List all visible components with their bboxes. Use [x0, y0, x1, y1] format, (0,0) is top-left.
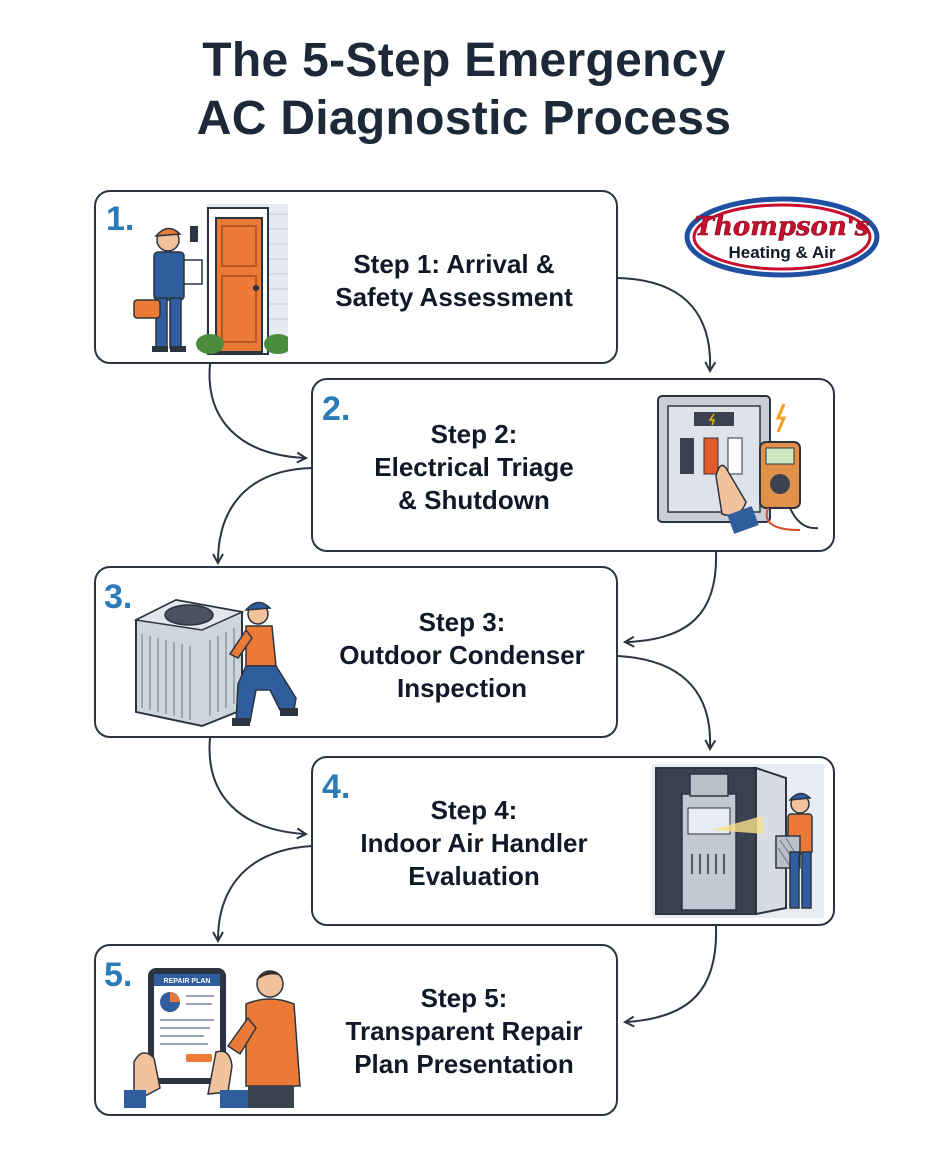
- step-2-line-3: & Shutdown: [398, 485, 550, 515]
- step-5-line-2: Transparent Repair: [345, 1016, 583, 1046]
- step-number-4: 4.: [322, 768, 351, 806]
- arrow-4-left: [218, 845, 313, 940]
- step-3-line-3: Inspection: [396, 673, 527, 703]
- technician-at-door-illustration: [128, 204, 292, 356]
- air-handler-technician-illustration: [652, 764, 824, 918]
- logo-subtitle: Heating & Air: [728, 243, 835, 262]
- arrow-1-left: [208, 363, 305, 458]
- step-text-4: Step 4: Indoor Air Handler Evaluation: [326, 794, 622, 893]
- step-number-1: 1.: [106, 200, 135, 238]
- step-5-line-1: Step 5:: [420, 983, 508, 1013]
- arrow-3-right: [617, 655, 710, 748]
- step-text-5: Step 5: Transparent Repair Plan Presenta…: [316, 982, 612, 1081]
- tablet-title: REPAIR PLAN: [164, 978, 211, 985]
- step-4-line-2: Indoor Air Handler: [360, 828, 588, 858]
- arrow-2-left: [218, 467, 313, 562]
- step-text-3: Step 3: Outdoor Condenser Inspection: [310, 606, 614, 705]
- title-line-2: AC Diagnostic Process: [196, 92, 732, 145]
- step-text-2: Step 2: Electrical Triage & Shutdown: [326, 418, 622, 517]
- step-3-line-1: Step 3:: [418, 607, 506, 637]
- company-logo: Thompson's Heating & Air: [684, 196, 880, 278]
- arrow-2-right: [626, 551, 718, 642]
- condenser-technician-illustration: [130, 594, 302, 728]
- arrow-4-right: [626, 925, 718, 1022]
- step-number-2: 2.: [322, 390, 351, 428]
- electrical-panel-illustration: [650, 390, 820, 542]
- step-2-line-1: Step 2:: [430, 419, 518, 449]
- page-title: The 5-Step Emergency AC Diagnostic Proce…: [0, 32, 928, 148]
- logo-name: Thompson's: [695, 212, 870, 242]
- step-text-1: Step 1: Arrival & Safety Assessment: [304, 248, 604, 314]
- step-number-5: 5.: [104, 956, 133, 994]
- arrow-3-left: [208, 737, 305, 834]
- arrow-1-right: [617, 277, 710, 370]
- step-number-3: 3.: [104, 578, 133, 616]
- step-1-line-1: Step 1: Arrival &: [353, 249, 555, 279]
- repair-plan-tablet-illustration: REPAIR PLAN: [124, 962, 304, 1108]
- step-4-line-1: Step 4:: [430, 795, 518, 825]
- step-2-line-2: Electrical Triage: [374, 452, 574, 482]
- step-1-line-2: Safety Assessment: [335, 282, 573, 312]
- step-5-line-3: Plan Presentation: [354, 1049, 574, 1079]
- title-line-1: The 5-Step Emergency: [202, 34, 726, 87]
- step-3-line-2: Outdoor Condenser: [339, 640, 585, 670]
- step-4-line-3: Evaluation: [408, 861, 540, 891]
